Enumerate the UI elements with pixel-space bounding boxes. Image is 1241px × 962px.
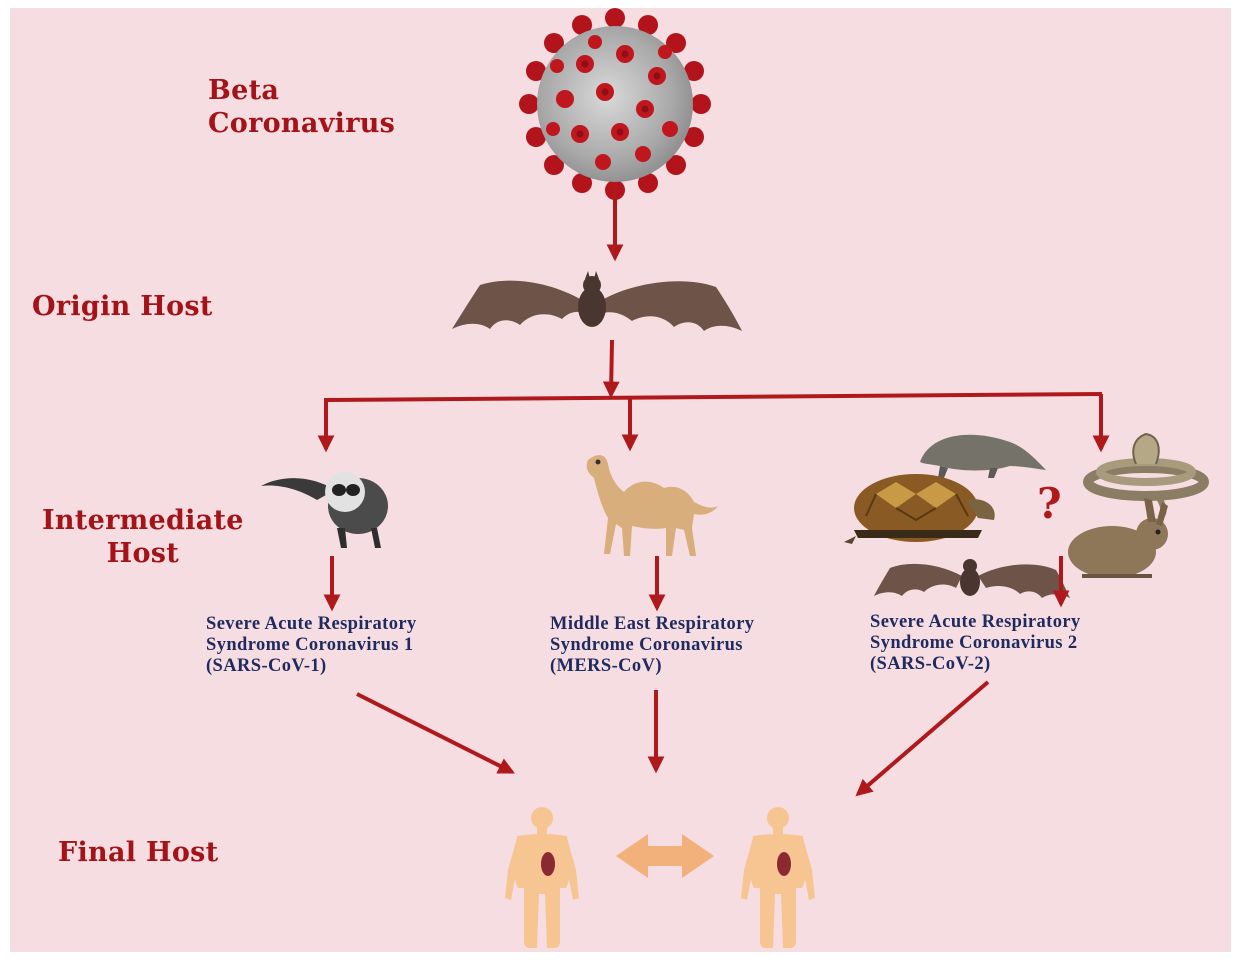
sars1-line1: Severe Acute Respiratory — [206, 614, 417, 634]
civet-icon — [261, 472, 388, 548]
unknown-host-marker: ? — [1037, 479, 1062, 528]
bat-icon — [874, 559, 1070, 598]
sars-cov-2-label: Severe Acute Respiratory Syndrome Corona… — [870, 612, 1081, 675]
origin-host-label: Origin Host — [32, 290, 213, 323]
beta-coronavirus-label: Beta Coronavirus — [208, 74, 395, 140]
mers-line1: Middle East Respiratory — [550, 614, 754, 634]
arrow-sars2-to-human — [858, 682, 988, 794]
sars2-line3: (SARS-CoV-2) — [870, 654, 991, 674]
turtle-icon — [844, 474, 995, 544]
coronavirus-icon — [519, 8, 711, 200]
camel-icon — [587, 455, 718, 556]
pangolin-icon — [920, 435, 1046, 478]
human-icon — [505, 807, 579, 948]
rabbit-icon — [1068, 498, 1168, 578]
mers-line3: (MERS-CoV) — [550, 656, 662, 676]
intermediate-label-line1: Intermediate — [42, 505, 244, 536]
final-host-label: Final Host — [58, 836, 218, 869]
diagram-graphics: ? — [10, 8, 1231, 952]
mers-cov-label: Middle East Respiratory Syndrome Coronav… — [550, 614, 754, 677]
transmission-arrow — [616, 834, 714, 878]
arrow-sars1-to-human — [357, 694, 512, 772]
sars-cov-1-label: Severe Acute Respiratory Syndrome Corona… — [206, 614, 417, 677]
sars1-line3: (SARS-CoV-1) — [206, 656, 327, 676]
sars2-line1: Severe Acute Respiratory — [870, 612, 1081, 632]
intermediate-label-line2: Host — [107, 538, 179, 569]
diagram-canvas: ? Beta Coronaviru — [10, 8, 1231, 952]
bat-icon — [452, 271, 742, 331]
branch-bar — [326, 394, 1102, 400]
sars1-line2: Syndrome Coronavirus 1 — [206, 635, 414, 655]
mers-line2: Syndrome Coronavirus — [550, 635, 743, 655]
beta-label-line2: Coronavirus — [208, 108, 395, 139]
arrow-bat-down — [611, 340, 612, 395]
intermediate-host-label: Intermediate Host — [42, 504, 244, 570]
beta-label-line1: Beta — [208, 75, 279, 106]
sars2-line2: Syndrome Coronavirus 2 — [870, 633, 1078, 653]
human-icon — [741, 807, 815, 948]
